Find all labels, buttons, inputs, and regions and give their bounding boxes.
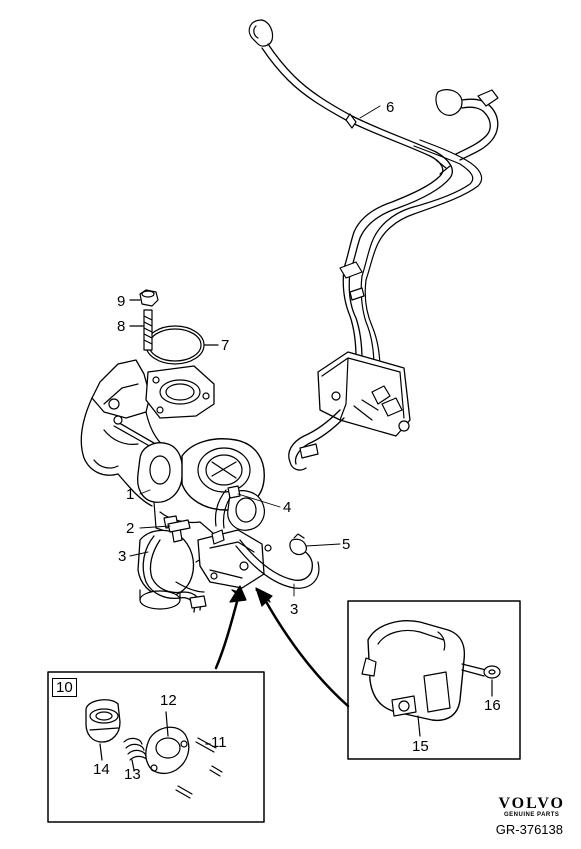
brand-name: VOLVO: [498, 795, 565, 812]
callout-11: 11: [211, 734, 227, 751]
thermostat-14: [85, 699, 121, 761]
callout-13: 13: [124, 766, 141, 783]
bolt-16: [461, 663, 501, 697]
callout-9: 9: [117, 293, 126, 310]
cover-12: [145, 711, 190, 775]
callout-7: 7: [221, 337, 230, 354]
hose-4: [214, 485, 241, 529]
brand-logo: VOLVO GENUINE PARTS: [498, 796, 565, 819]
detail-box-15: [347, 600, 521, 760]
spring-13: [123, 737, 149, 771]
nut-9: [129, 289, 159, 307]
callout-6: 6: [386, 99, 395, 116]
brand-tagline: GENUINE PARTS: [504, 812, 560, 818]
o-ring-7: [145, 325, 219, 365]
callout-12: 12: [160, 692, 177, 709]
callout-2: 2: [126, 520, 135, 537]
pipe-assembly-6: [248, 19, 499, 471]
arrow-to-box-10: [214, 585, 247, 670]
callout-15: 15: [412, 738, 429, 755]
turbocharger-1: [80, 359, 272, 610]
arrow-to-box-15: [255, 587, 350, 708]
callout-4: 4: [283, 499, 292, 516]
callout-5: 5: [342, 536, 351, 553]
callout-8: 8: [117, 318, 126, 335]
callout-1: 1: [126, 486, 135, 503]
callout-14: 14: [93, 761, 110, 778]
bolts-11: [175, 737, 223, 799]
leader-lines: [129, 105, 381, 597]
stud-8: [129, 309, 153, 351]
clip-2: [167, 519, 191, 533]
callout-3a: 3: [118, 548, 127, 565]
clamp-5: [289, 533, 307, 556]
reference-code: GR-376138: [495, 822, 563, 837]
actuator-15: [361, 620, 466, 737]
callout-16: 16: [484, 697, 501, 714]
detail-box-10: [47, 671, 265, 823]
callout-3b: 3: [290, 601, 299, 618]
callout-10: 10: [52, 678, 77, 697]
